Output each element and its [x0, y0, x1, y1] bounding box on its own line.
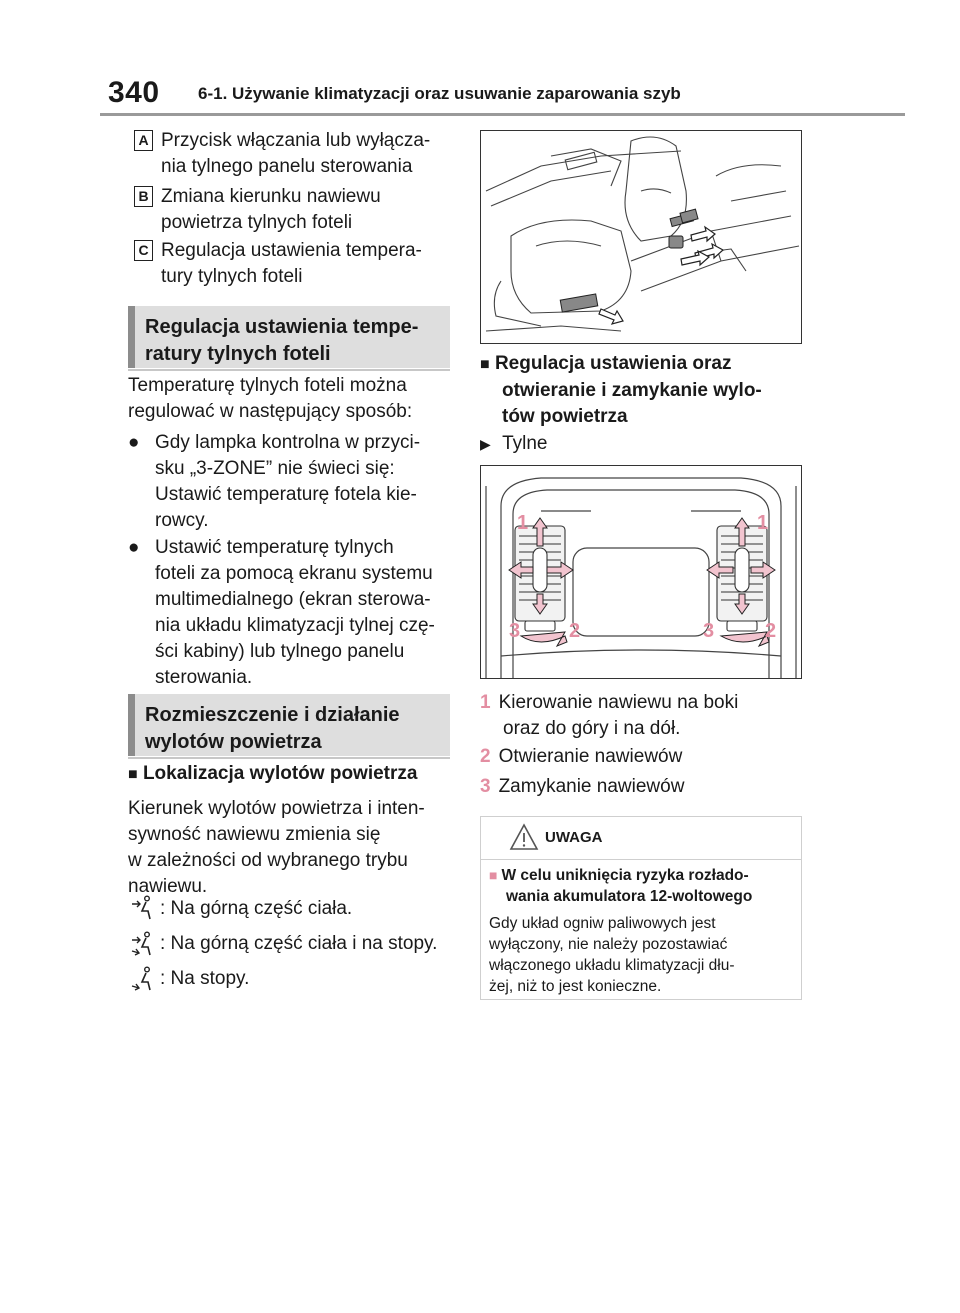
- vent-number-1-left: 1: [517, 512, 529, 534]
- vent-number-3-right: 3: [703, 620, 715, 642]
- warning-divider: [481, 859, 801, 860]
- rear-vents-illustration: 1 2 3 1 2 3: [480, 465, 802, 679]
- airflow-face-feet-icon: [131, 931, 151, 956]
- vents-drawing: [485, 477, 797, 678]
- square-bullet: ■: [480, 356, 490, 373]
- label-a-text: Przycisk włączania lub wyłącza-nia tylne…: [161, 130, 431, 177]
- rear-seat-illustration: [480, 130, 802, 344]
- header-rule: [100, 113, 905, 116]
- vent-number-1-right: 1: [757, 512, 769, 534]
- mode-text-feet: : Na stopy.: [160, 968, 250, 989]
- square-bullet: ■: [128, 766, 138, 783]
- triangle-bullet-icon: ▶: [480, 436, 491, 452]
- sub-heading-adjust: ■ Regulacja ustawienia oraz otwieranie i…: [480, 353, 762, 427]
- warning-heading: ■W celu uniknięcia ryzyka rozłado- wania…: [489, 867, 753, 905]
- label-c-text: Regulacja ustawienia tempera-tury tylnyc…: [161, 240, 422, 287]
- vent-number-2-left: 2: [569, 620, 581, 642]
- label-b-box: B: [134, 186, 153, 207]
- section-heading-temperature: Regulacja ustawienia tempe-ratury tylnyc…: [128, 306, 450, 371]
- tylne-label: ▶ Tylne: [480, 433, 548, 454]
- mode-text-face-feet: : Na górną część ciała i na stopy.: [160, 933, 438, 954]
- bullet-text-1: Gdy lampka kontrolna w przyci-sku „3-ZON…: [155, 432, 421, 531]
- label-a-box: A: [134, 130, 153, 151]
- warning-box: UWAGA ■W celu uniknięcia ryzyka rozłado-…: [480, 816, 802, 1000]
- page-number: 340: [108, 76, 160, 109]
- warning-triangle-icon: [509, 823, 539, 850]
- label-c-box: C: [134, 240, 153, 261]
- vent-number-2-right: 2: [765, 620, 777, 642]
- mode-text-face: : Na górną część ciała.: [160, 898, 353, 919]
- warning-square-bullet: ■: [489, 867, 498, 883]
- vent-number-3-left: 3: [509, 620, 521, 642]
- airflow-face-icon: [132, 895, 151, 920]
- vent-direction-paragraph: Kierunek wylotów powietrza i inten-sywno…: [128, 798, 425, 897]
- sub-heading-location: ■ Lokalizacja wylotów powietrza: [128, 763, 418, 784]
- interior-drawing: [485, 136, 800, 332]
- warning-label: UWAGA: [545, 829, 603, 846]
- bullet-dot-2: ●: [128, 537, 140, 558]
- chapter-title: 6-1. Używanie klimatyzacji oraz usuwanie…: [198, 84, 681, 103]
- airflow-feet-icon: [131, 966, 151, 991]
- bullet-dot-1: ●: [128, 432, 140, 453]
